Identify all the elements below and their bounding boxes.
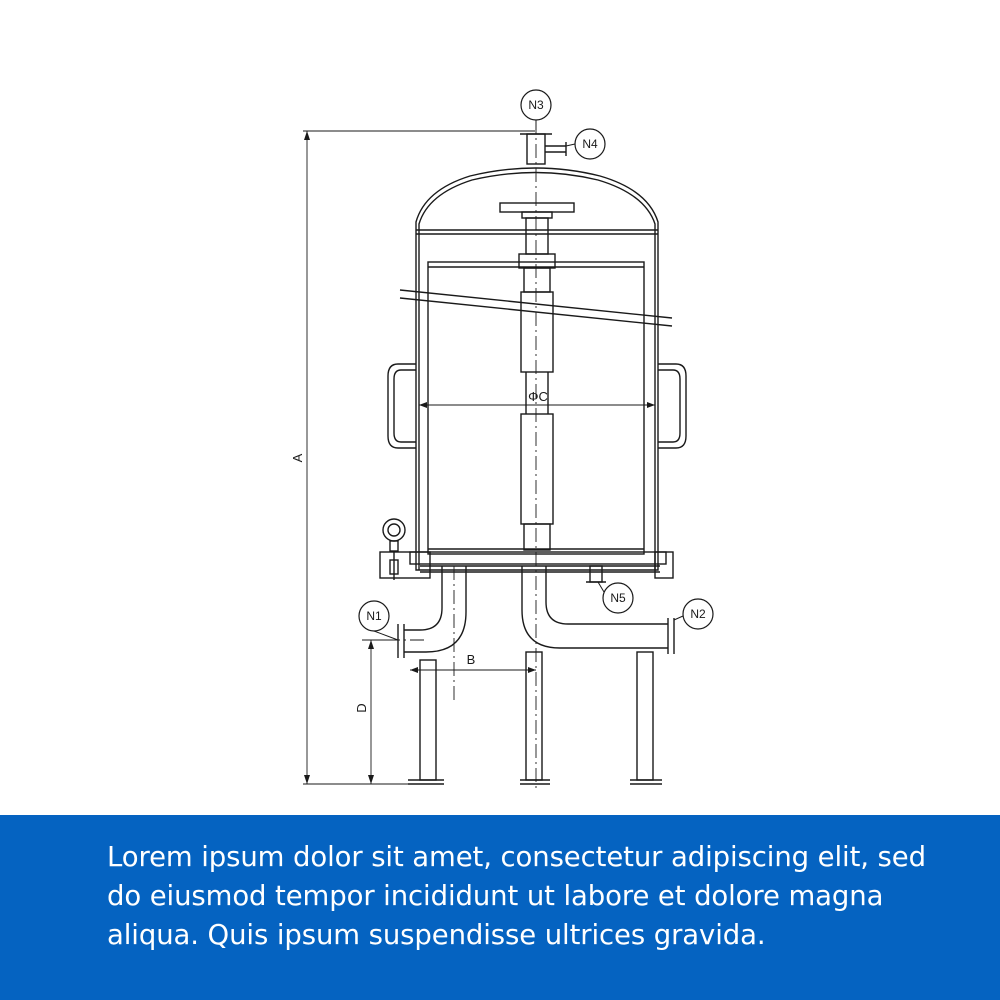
n4-label: N4: [582, 137, 598, 151]
vessel-body: [379, 133, 687, 785]
center-lines: [360, 120, 537, 790]
callout-labels: N3 N4 N1 N2 N5: [366, 98, 706, 623]
caption-text: Lorem ipsum dolor sit amet, consectetur …: [107, 841, 926, 951]
vessel-drawing: N3 N4 N1 N2 N5 A B ΦC D: [290, 89, 714, 790]
callout-leaders: [373, 120, 684, 641]
dimension-arrows: [304, 131, 655, 784]
n5-label: N5: [610, 591, 626, 605]
dimension-lines: [303, 130, 655, 785]
caption-band: [0, 815, 1000, 1000]
n5-bubble: [602, 582, 634, 614]
dim-d-label: D: [354, 703, 369, 712]
dimension-labels: A B ΦC D: [290, 389, 548, 713]
dim-a-label: A: [290, 453, 305, 462]
dim-c-label: ΦC: [528, 389, 548, 404]
dim-b-label: B: [467, 652, 476, 667]
vessel-drawing-svg: N3 N4 N1 N2 N5 A B ΦC D: [290, 89, 714, 790]
n2-bubble: [682, 598, 714, 630]
n2-label: N2: [690, 607, 706, 621]
n3-label: N3: [528, 98, 544, 112]
n1-label: N1: [366, 609, 382, 623]
